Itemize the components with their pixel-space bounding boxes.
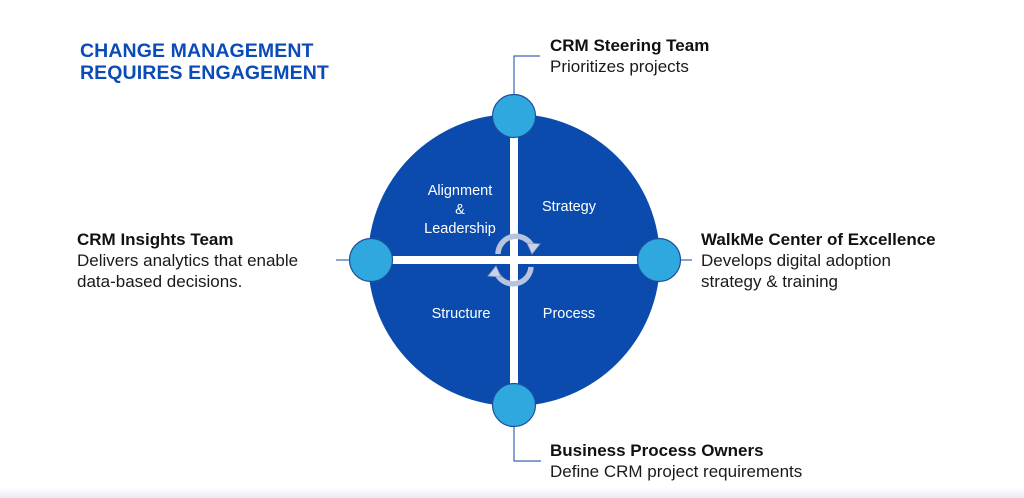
callout-description: data-based decisions. <box>77 272 243 291</box>
callout-description: strategy & training <box>701 272 839 291</box>
callout-heading: CRM Steering Team <box>550 36 710 55</box>
callout-business-process-owners: Business Process Owners Define CRM proje… <box>550 440 802 482</box>
callout-crm-insights-team: CRM Insights Team Delivers analytics tha… <box>77 229 298 292</box>
arrowhead-bottom <box>487 265 502 278</box>
quadrant-strategy: Strategy <box>542 199 596 215</box>
quadrant-line: Leadership <box>424 221 496 237</box>
callout-heading: WalkMe Center of Excellence <box>701 230 936 249</box>
callout-crm-steering-team: CRM Steering Team Prioritizes projects <box>550 35 709 77</box>
callout-description: Delivers analytics that enable <box>77 251 299 270</box>
title-line-2: REQUIRES ENGAGEMENT <box>80 62 329 84</box>
quadrant-alignment-leadership: Alignment & Leadership <box>413 182 507 239</box>
quadrant-line: & <box>455 202 465 218</box>
callout-heading: Business Process Owners <box>550 441 764 460</box>
callout-walkme-coe: WalkMe Center of Excellence Develops dig… <box>701 229 936 292</box>
arrowhead-top <box>526 242 541 255</box>
callout-description: Develops digital adoption <box>701 251 891 270</box>
slide-title: CHANGE MANAGEMENT REQUIRES ENGAGEMENT <box>80 40 329 84</box>
bottom-edge-shadow <box>0 488 1024 498</box>
connector-bottom <box>513 427 541 462</box>
node-top <box>491 93 537 139</box>
circular-arrows-icon <box>494 233 535 287</box>
quadrant-process: Process <box>542 306 596 322</box>
node-left <box>348 237 394 283</box>
callout-heading: CRM Insights Team <box>77 230 234 249</box>
node-bottom <box>491 382 537 428</box>
callout-description: Define CRM project requirements <box>550 462 803 481</box>
quadrant-line: Alignment <box>427 183 493 199</box>
quadrant-structure: Structure <box>431 306 491 322</box>
title-line-1: CHANGE MANAGEMENT <box>80 40 314 62</box>
connector-top <box>513 55 540 94</box>
callout-description: Prioritizes projects <box>550 57 689 76</box>
cross-horizontal <box>371 256 659 264</box>
node-right <box>636 237 682 283</box>
